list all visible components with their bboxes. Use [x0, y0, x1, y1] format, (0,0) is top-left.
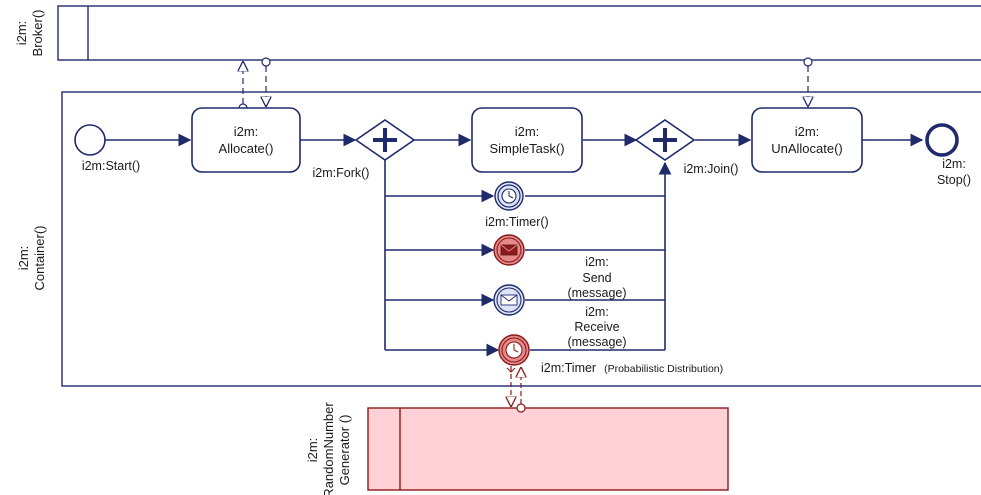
rng-lane-label-line3: Generator () — [337, 415, 352, 486]
sequence-flows — [105, 133, 924, 357]
gateway-join[interactable]: i2m:Join() — [634, 119, 739, 176]
send-message-event[interactable]: i2m: Send (message) — [493, 234, 627, 300]
receive-event-label-line2: Receive — [574, 320, 619, 334]
gateway-fork[interactable]: i2m:Fork() — [313, 119, 416, 180]
message-flow-broker-allocate — [262, 57, 270, 106]
rng-pool: i2m: RandomNumber Generator () — [305, 402, 729, 495]
clock-icon — [505, 341, 523, 359]
task-allocate-label-line1: i2m: — [234, 124, 259, 139]
clock-icon — [501, 188, 517, 204]
start-event-label: i2m:Start() — [82, 159, 140, 173]
probabilistic-timer-event[interactable]: i2m:Timer (Probabilistic Distribution) — [498, 334, 723, 376]
probabilistic-timer-label-suffix: (Probabilistic Distribution) — [604, 363, 723, 375]
envelope-icon — [500, 244, 518, 256]
receive-event-label-line1: i2m: — [585, 305, 609, 319]
timer-event[interactable]: i2m:Timer() — [485, 181, 549, 229]
task-unallocate-label-line2: UnAllocate() — [771, 141, 843, 156]
broker-lane-label-line2: Broker() — [30, 10, 45, 57]
receive-message-event[interactable]: i2m: Receive (message) — [493, 284, 627, 349]
message-flow-broker-unallocate — [804, 57, 812, 106]
end-event-label-line2: Stop() — [937, 173, 971, 187]
end-event-label-line1: i2m: — [942, 157, 966, 171]
task-simple-label-line1: i2m: — [515, 124, 540, 139]
rng-lane-label-line2: RandomNumber — [321, 402, 336, 495]
end-event[interactable]: i2m: Stop() — [925, 123, 971, 187]
send-event-label-line1: i2m: — [585, 255, 609, 269]
probabilistic-timer-label-main: i2m:Timer — [541, 361, 596, 375]
broker-lane-label-line1: i2m: — [14, 21, 29, 46]
task-allocate[interactable]: i2m: Allocate() — [191, 107, 301, 173]
timer-event-label: i2m:Timer() — [485, 215, 548, 229]
probabilistic-timer-label: i2m:Timer (Probabilistic Distribution) — [541, 359, 723, 376]
send-event-label-line2: Send — [582, 271, 611, 285]
task-simple[interactable]: i2m: SimpleTask() — [471, 107, 583, 173]
message-flow-rng-timer — [517, 368, 525, 413]
send-event-label-line3: (message) — [567, 286, 626, 300]
envelope-outline-icon — [500, 294, 518, 306]
gateway-fork-label: i2m:Fork() — [313, 166, 370, 180]
task-allocate-label-line2: Allocate() — [219, 141, 274, 156]
start-event[interactable]: i2m:Start() — [74, 124, 140, 173]
rng-lane-label-line1: i2m: — [305, 438, 320, 463]
message-flow-allocate-broker — [239, 62, 247, 113]
container-lane-label-line2: Container() — [32, 225, 47, 290]
message-flow-timer-rng — [507, 366, 515, 406]
receive-event-label-line3: (message) — [567, 335, 626, 349]
broker-pool: i2m: Broker() — [14, 5, 981, 61]
task-unallocate-label-line1: i2m: — [795, 124, 820, 139]
task-unallocate[interactable]: i2m: UnAllocate() — [751, 107, 863, 173]
container-lane-label-line1: i2m: — [16, 246, 31, 271]
task-simple-label-line2: SimpleTask() — [489, 141, 564, 156]
gateway-join-label: i2m:Join() — [684, 162, 739, 176]
